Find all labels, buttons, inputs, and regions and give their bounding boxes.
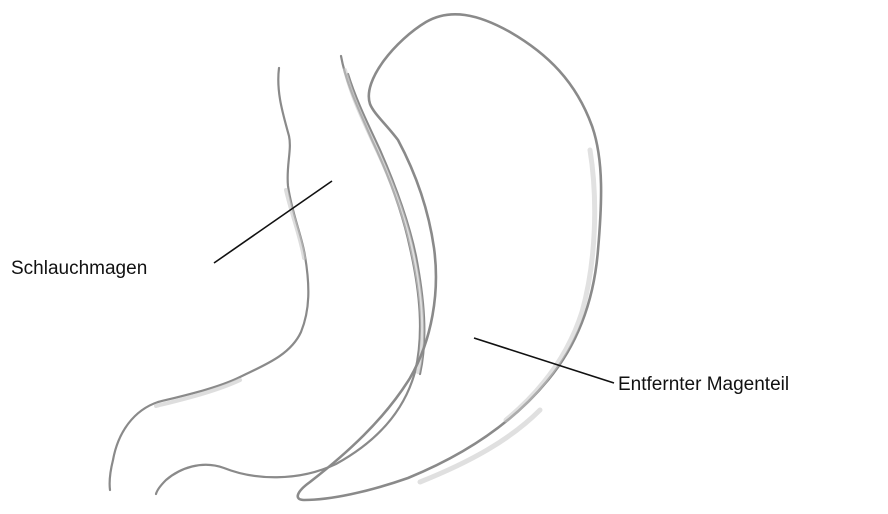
sleeve-inner-wall xyxy=(156,56,420,494)
removed-stomach-outline xyxy=(298,14,601,500)
sleeve-leader-line xyxy=(214,181,332,263)
removed-stomach-label: Entfernter Magenteil xyxy=(618,375,789,394)
removed-leader-line xyxy=(474,338,614,383)
removed-part-outline xyxy=(298,14,601,500)
removed-part-shading xyxy=(420,150,595,482)
sleeve-outer-wall xyxy=(110,68,309,490)
sleeve-stomach-label: Schlauchmagen xyxy=(11,259,147,278)
sleeve-stomach-outline xyxy=(110,56,425,494)
sleeve-cut-edge xyxy=(348,74,424,374)
